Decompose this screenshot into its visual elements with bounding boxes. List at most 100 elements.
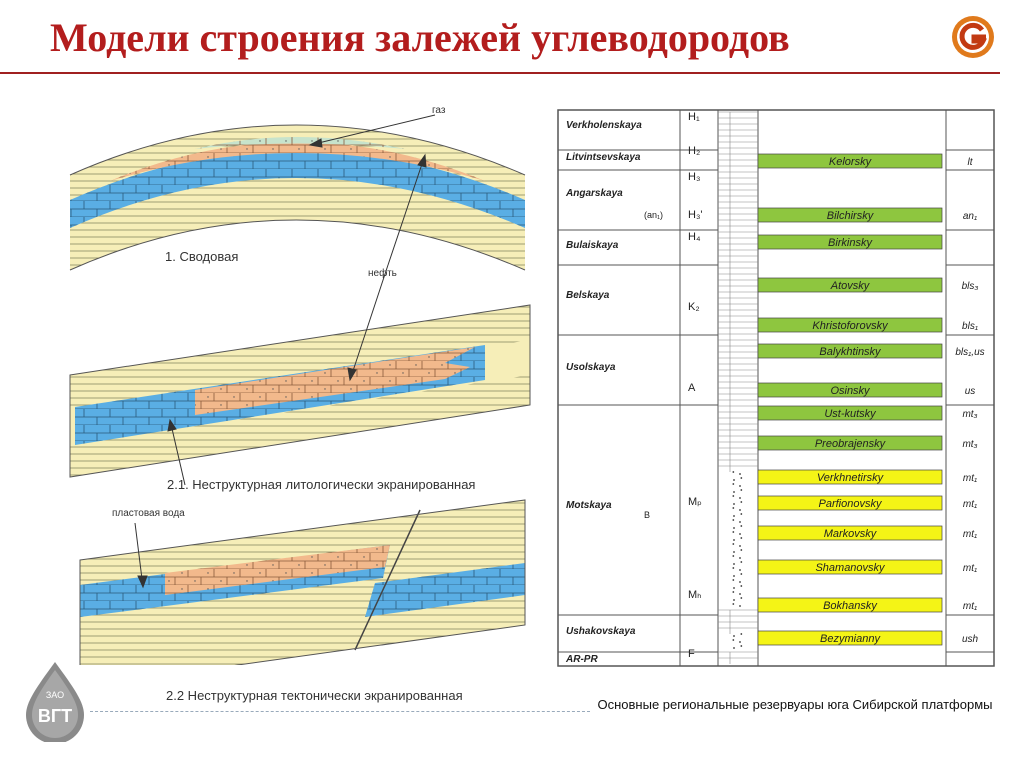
lithology-dot: [740, 477, 743, 479]
lithology-dot: [739, 485, 741, 487]
reservoir-bar: [757, 277, 943, 293]
reservoir-code: lt: [968, 157, 974, 168]
formation-label: Ushakovskaya: [566, 626, 636, 637]
gas-label: газ: [432, 105, 446, 116]
oil-label: нефть: [368, 268, 397, 279]
formation-label: Belskaya: [566, 290, 610, 301]
index-label: H₄: [688, 231, 701, 243]
reservoir-code: bls₃: [962, 281, 979, 292]
formation-label: Bulaiskaya: [566, 240, 619, 251]
index-label: H₃': [688, 209, 703, 221]
index-label: H₂: [688, 145, 700, 157]
lithology-dot: [732, 567, 735, 569]
page-title: Модели строения залежей углеводородов: [50, 15, 790, 60]
reservoir-code: us: [965, 386, 976, 397]
formation-label: Motskaya: [566, 500, 612, 511]
lithology-dot: [740, 645, 743, 647]
reservoir-bar: [757, 405, 943, 421]
lithology-dot: [733, 599, 735, 601]
reservoir-code: mt₁: [963, 601, 977, 612]
reservoir-label: Bilchirsky: [827, 210, 875, 222]
index-label: K₂: [688, 301, 700, 313]
formation-label: Angarskaya: [565, 188, 623, 199]
formation-label: Litvintsevskaya: [566, 152, 641, 163]
reservoir-label: Verkhnetirsky: [817, 472, 885, 484]
lithology-dot: [733, 575, 735, 577]
lithology-dot: [733, 563, 735, 565]
index-label: A: [688, 382, 696, 394]
lithology-dot: [740, 597, 743, 599]
lithology-dot: [740, 525, 743, 527]
lithology-dot: [732, 639, 735, 641]
reservoir-bar: [757, 207, 943, 223]
reservoir-bar: [757, 597, 943, 613]
stratigraphic-column: VerkholenskayaH₁LitvintsevskayaH₂Kelorsk…: [557, 109, 995, 667]
reservoir-bar: [757, 317, 943, 333]
reservoir-code: mt₃: [962, 439, 977, 450]
lithology-dot: [739, 545, 741, 547]
formation-label: AR-PR: [565, 654, 598, 665]
reservoir-code: mt₁: [963, 473, 977, 484]
lithology-dot: [732, 531, 735, 533]
model-1-caption: 1. Сводовая: [165, 249, 239, 264]
reservoir-label: Shamanovsky: [815, 562, 886, 574]
lithology-dot: [732, 471, 735, 473]
lithology-dot: [732, 555, 735, 557]
lithology-dot: [733, 647, 735, 649]
reservoir-code: bls₁: [962, 321, 978, 332]
formation-label: В: [644, 510, 650, 520]
reservoir-bar: [757, 630, 943, 646]
lithology-dot: [732, 543, 735, 545]
reservoir-label: Parfionovsky: [819, 498, 883, 510]
reservoir-bar: [757, 343, 943, 359]
reservoir-bar: [757, 559, 943, 575]
reservoir-label: Atovsky: [830, 280, 871, 292]
lithology-dot: [739, 569, 741, 571]
lithology-dot: [733, 635, 735, 637]
model-2-2-caption: 2.2 Неструктурная тектонически экраниров…: [166, 688, 463, 703]
formation-label: Verkholenskaya: [566, 120, 642, 131]
lithology-dot: [740, 585, 743, 587]
lithology-dot: [739, 641, 741, 643]
title-underline: [0, 72, 1000, 74]
footer-divider: [90, 711, 590, 712]
reservoir-bar: [757, 525, 943, 541]
reservoir-label: Birkinsky: [828, 237, 874, 249]
reservoir-label: Osinsky: [830, 385, 871, 397]
reservoir-code: mt₁: [963, 563, 977, 574]
lithology-dot: [733, 539, 735, 541]
lithology-dot: [739, 605, 741, 607]
lithology-dot: [732, 603, 735, 605]
lithology-dot: [733, 551, 735, 553]
vgt-logo-bottom-text: ВГТ: [38, 706, 72, 726]
lithology-dot: [739, 497, 741, 499]
lithology-dot: [732, 495, 735, 497]
lithology-dot: [739, 473, 741, 475]
index-label: Mₕ: [688, 589, 702, 601]
lithology-dot: [733, 515, 735, 517]
reservoir-bar: [757, 382, 943, 398]
lithology-dot: [732, 519, 735, 521]
reservoir-label: Preobrajensky: [815, 438, 887, 450]
water-label: пластовая вода: [112, 508, 185, 519]
reservoir-code: mt₁: [963, 499, 977, 510]
lithology-dot: [740, 501, 743, 503]
figure-caption: Основные региональные резервуары юга Сиб…: [597, 697, 993, 712]
reservoir-label: Khristoforovsky: [812, 320, 889, 332]
model-2-1-caption: 2.1. Неструктурная литологически экранир…: [167, 477, 476, 492]
reservoir-bar: [757, 435, 943, 451]
reservoir-bar: [757, 469, 943, 485]
trap-models-diagram: [69, 114, 531, 665]
anticline-model: [69, 124, 526, 271]
lithology-dot: [740, 633, 743, 635]
reservoir-code: bls₁,us: [955, 347, 984, 358]
formation-label: Usolskaya: [566, 362, 616, 373]
lithology-dot: [739, 593, 741, 595]
lithology-dot: [740, 537, 743, 539]
reservoir-label: Markovsky: [824, 528, 878, 540]
company-logo-icon: [952, 16, 994, 58]
index-label: H₁: [688, 111, 700, 123]
lithology-dot: [739, 521, 741, 523]
reservoir-code: an₁: [963, 211, 977, 222]
lithology-dot: [733, 527, 735, 529]
